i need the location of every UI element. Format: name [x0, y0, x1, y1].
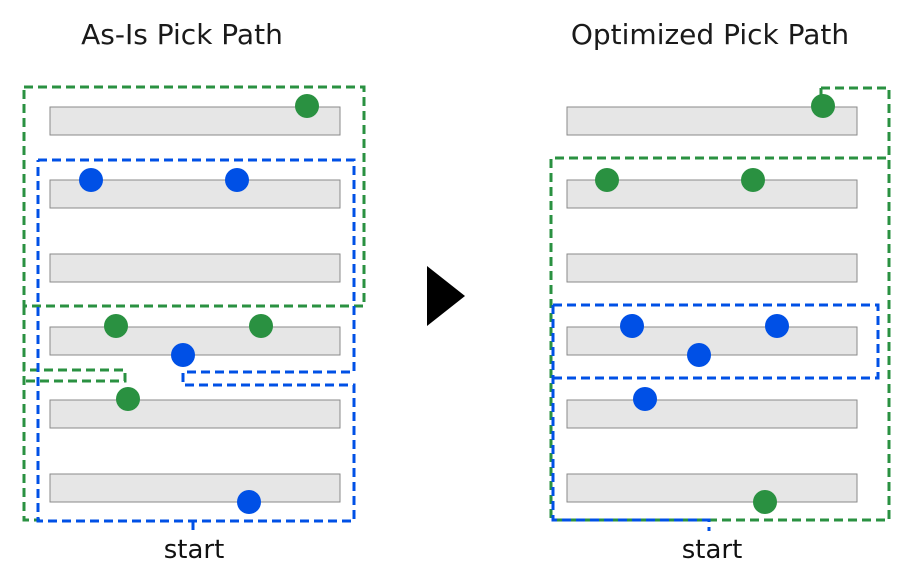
shelf-3: [566, 253, 858, 283]
optimized-start-label: start: [682, 535, 743, 565]
as-is-green-picks: [104, 94, 319, 411]
blue-pick-dot: [620, 314, 644, 338]
optimized-blue-picks: [620, 314, 789, 411]
green-pick-dot: [753, 490, 777, 514]
shelf-6: [566, 473, 858, 503]
shelf-1: [49, 106, 341, 136]
green-pick-dot: [811, 94, 835, 118]
as-is-start-label: start: [164, 535, 225, 565]
shelf-4: [49, 326, 341, 356]
green-pick-dot: [116, 387, 140, 411]
blue-pick-dot: [225, 168, 249, 192]
as-is-panel: As-Is Pick Path start: [22, 18, 366, 565]
optimized-panel: Optimized Pick Path start: [549, 18, 891, 565]
shelf-5: [49, 399, 341, 429]
blue-pick-dot: [171, 343, 195, 367]
optimized-blue-path: [551, 303, 880, 531]
green-pick-dot: [104, 314, 128, 338]
shelf-3: [49, 253, 341, 283]
blue-pick-dot: [765, 314, 789, 338]
shelf-4: [566, 326, 858, 356]
green-pick-dot: [741, 168, 765, 192]
blue-pick-dot: [237, 490, 261, 514]
blue-pick-dot: [79, 168, 103, 192]
as-is-shelves: [49, 106, 341, 503]
as-is-blue-picks: [79, 168, 261, 514]
optimized-shelves: [566, 106, 858, 503]
green-pick-dot: [295, 94, 319, 118]
triangle-right-icon: [427, 266, 465, 326]
blue-pick-dot: [687, 343, 711, 367]
as-is-blue-path: [36, 158, 356, 531]
optimized-title: Optimized Pick Path: [571, 18, 849, 51]
as-is-title: As-Is Pick Path: [81, 18, 283, 51]
optimized-green-picks: [595, 94, 835, 514]
as-is-green-path: [22, 85, 366, 522]
shelf-1: [566, 106, 858, 136]
green-pick-dot: [249, 314, 273, 338]
shelf-5: [566, 399, 858, 429]
blue-pick-dot: [633, 387, 657, 411]
green-pick-dot: [595, 168, 619, 192]
shelf-6: [49, 473, 341, 503]
